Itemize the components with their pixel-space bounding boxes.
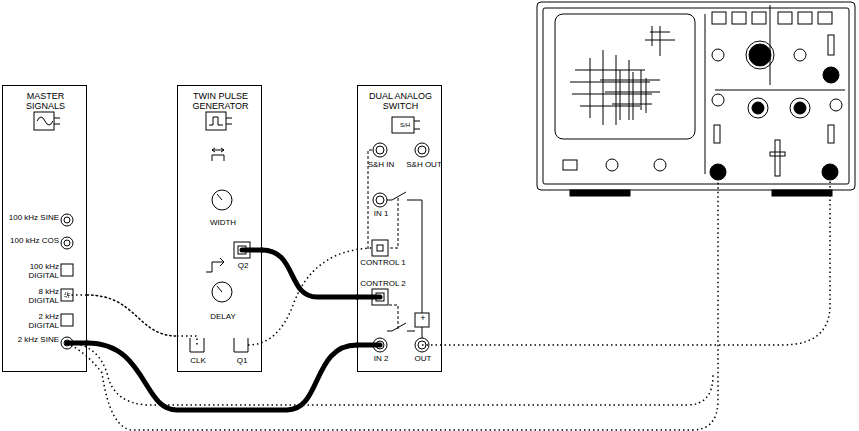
patch-cord	[262, 250, 357, 297]
socket-label: S/H	[395, 122, 415, 129]
socket-label: 2 kHz DIGITAL	[7, 312, 59, 330]
socket-label: 100 kHz COS	[7, 236, 59, 245]
socket-label: S&H OUT	[404, 160, 444, 169]
module-title: TWIN PULSE GENERATOR	[182, 91, 259, 111]
module-title: MASTER SIGNALS	[9, 91, 82, 111]
master-signals-module: MASTER SIGNALS 100 kHz SINE 100 kHz COS 100…	[2, 85, 87, 372]
dual-analog-switch-module: DUAL ANALOG SWITCH S/H S&H IN S&H OUT IN 1 CO…	[357, 85, 442, 372]
socket-label: 8 kHz DIGITAL	[7, 287, 59, 305]
socket-label: CONTROL 2	[360, 279, 406, 288]
socket-label: Q2	[233, 261, 253, 270]
patch-cord	[87, 295, 177, 336]
socket-label: 2 kHz SINE	[7, 335, 59, 344]
socket-label: IN 1	[364, 209, 398, 218]
socket-label: IN 2	[364, 354, 398, 363]
module-title: DUAL ANALOG SWITCH	[362, 91, 439, 111]
socket-label: 100 kHz DIGITAL	[7, 262, 59, 280]
twin-pulse-generator-module: TWIN PULSE GENERATOR WIDTH Q2DELAY CLK Q1	[177, 85, 262, 372]
socket-label: CLK	[184, 356, 212, 365]
socket-label: DELAY	[198, 312, 248, 321]
socket-label: S&H IN	[364, 160, 398, 169]
socket-label: Q1	[228, 356, 256, 365]
patch-cord	[87, 343, 357, 410]
socket-label: +	[416, 313, 430, 323]
socket-label: 100 kHz SINE	[7, 213, 59, 222]
socket-label: CONTROL 1	[360, 258, 406, 267]
socket-label: WIDTH	[198, 218, 248, 227]
socket-label: OUT	[406, 354, 440, 363]
